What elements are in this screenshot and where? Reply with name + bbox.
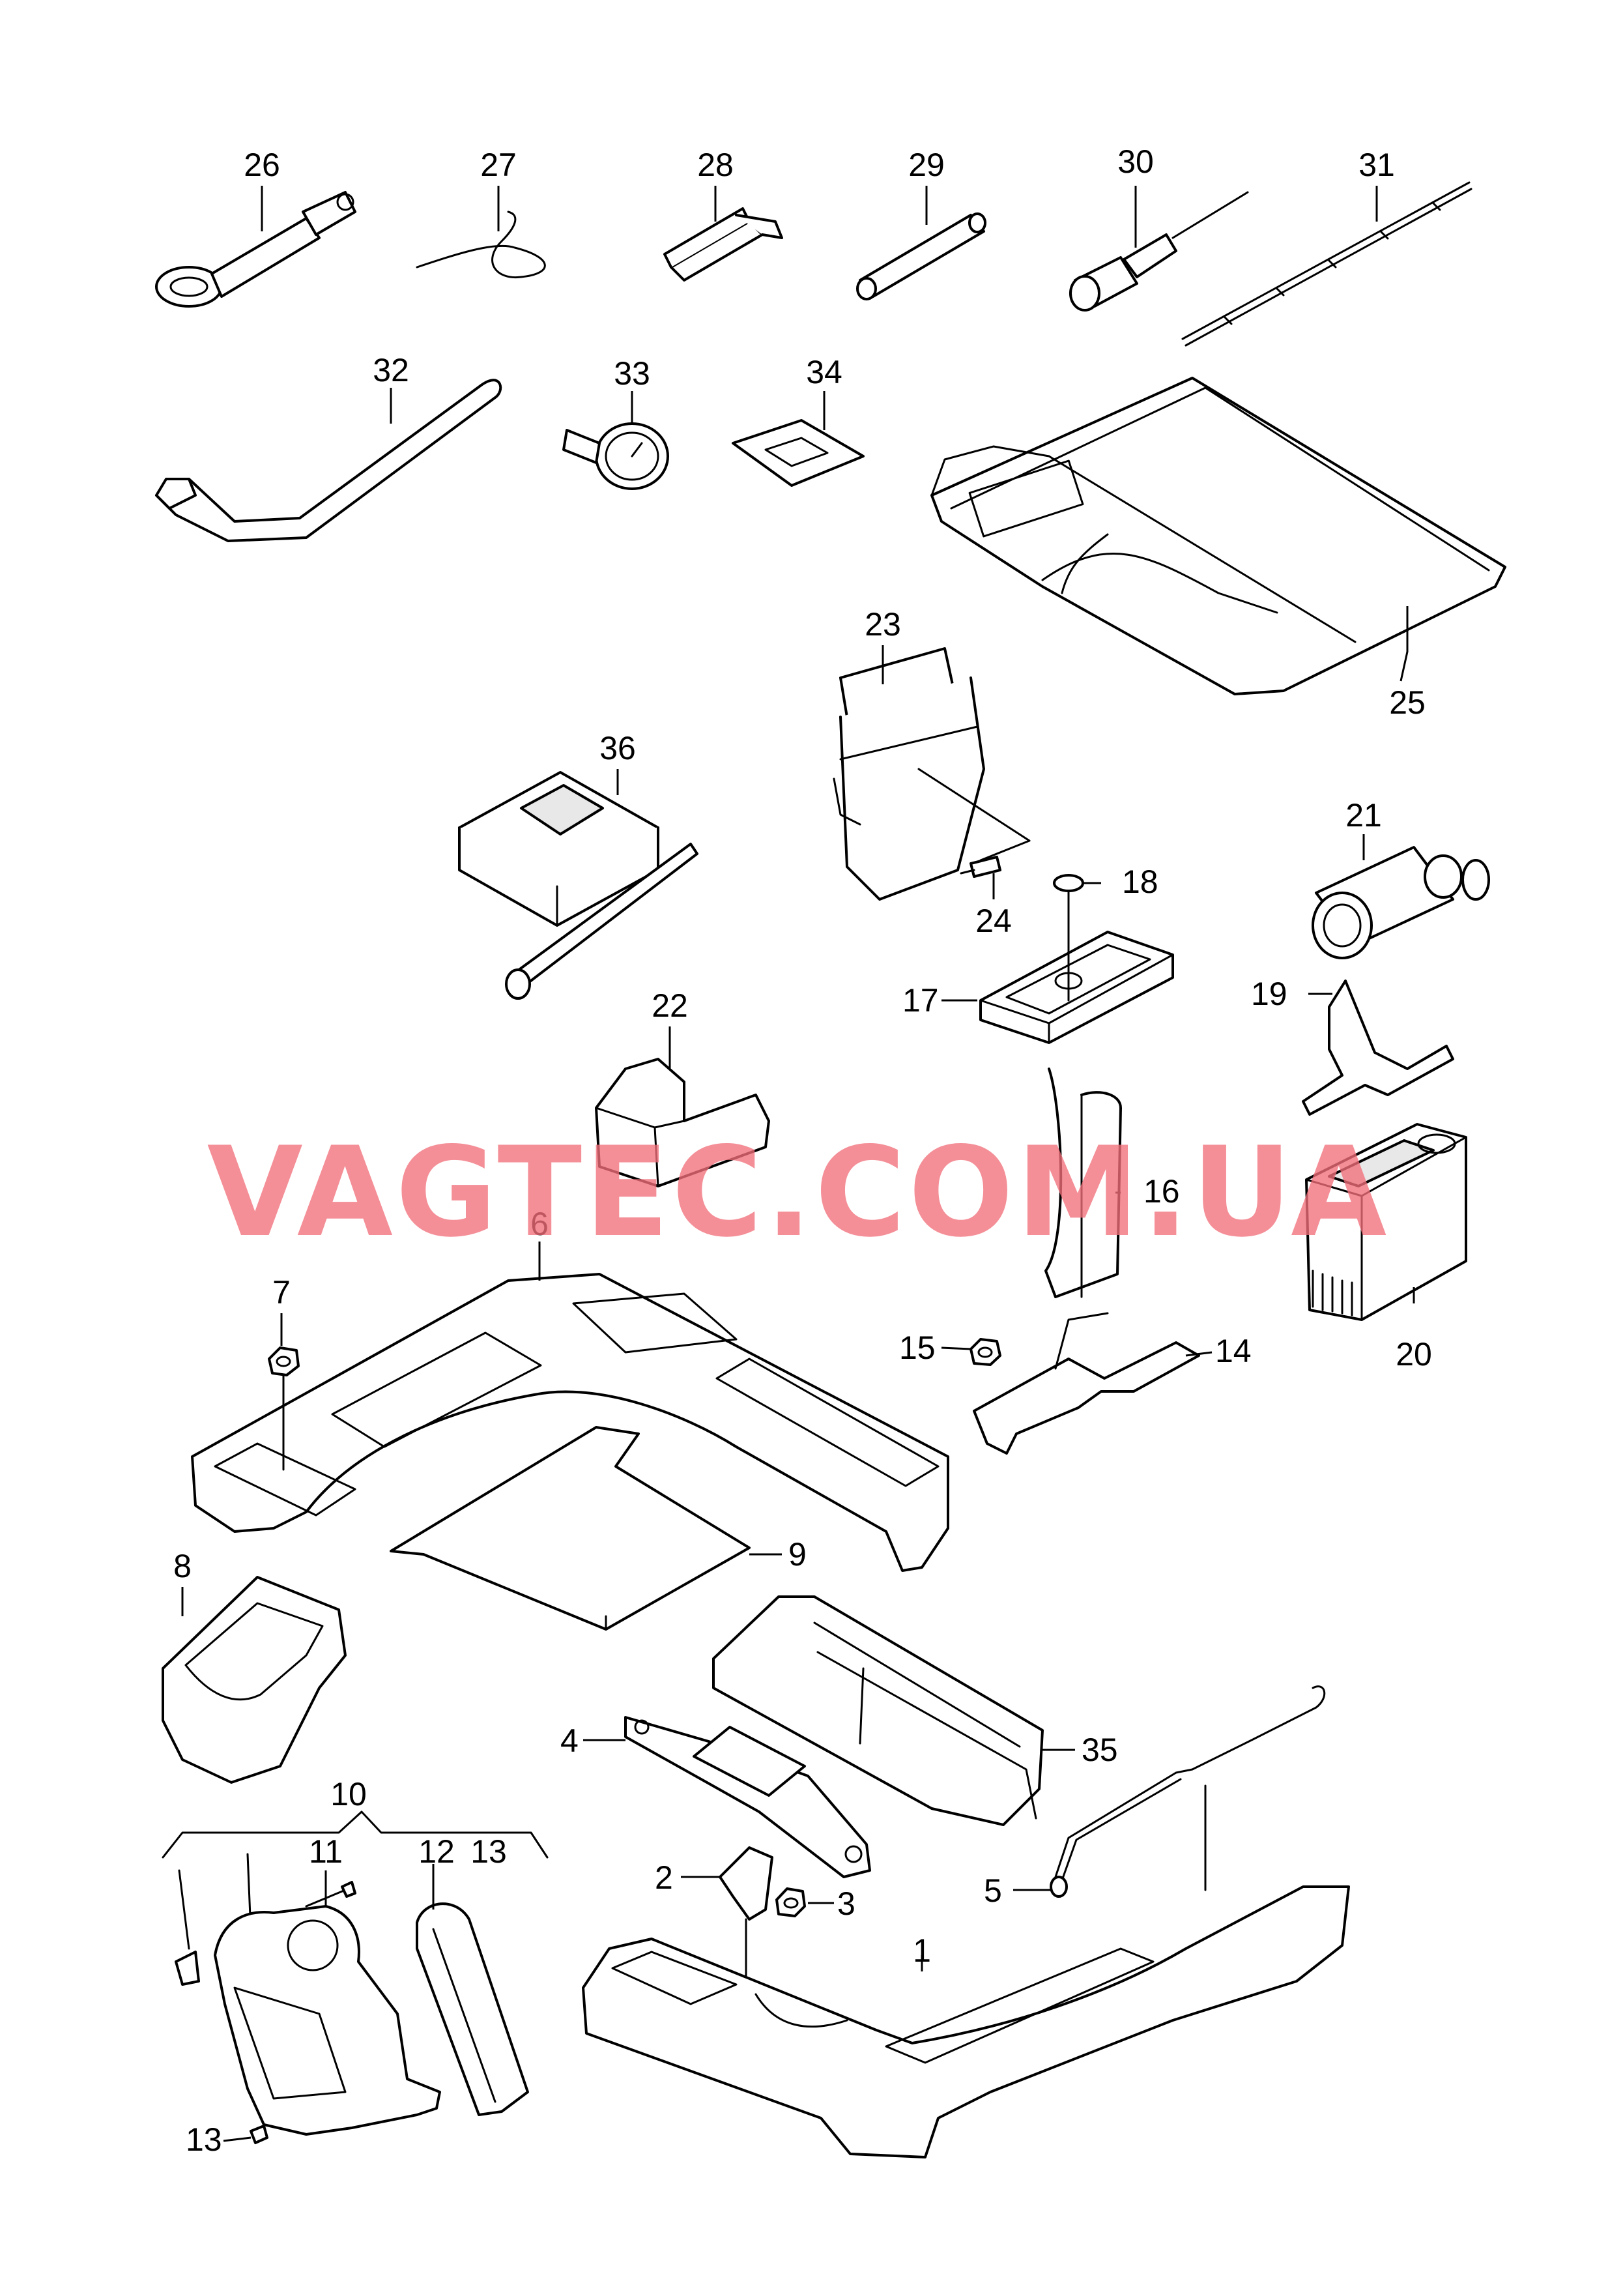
label-14: 14	[1215, 1333, 1252, 1369]
screw-part-13	[250, 2125, 268, 2144]
bolt-part-24	[960, 856, 1001, 878]
car-jack-part-4	[624, 1716, 871, 1878]
label-21: 21	[1345, 797, 1382, 834]
pin-part-29	[856, 212, 986, 300]
label-32: 32	[373, 352, 409, 388]
label-5: 5	[984, 1872, 1002, 1909]
label-13-bottom: 13	[186, 2121, 222, 2158]
warning-sticker-part-34	[732, 419, 865, 487]
first-aid-kit-part-36	[458, 771, 698, 1000]
label-30: 30	[1117, 143, 1154, 180]
label-27: 27	[480, 147, 517, 183]
tire-inflator-part-21	[1312, 846, 1490, 959]
label-6: 6	[530, 1206, 549, 1242]
label-1: 1	[913, 1932, 931, 1969]
clip-part-10-side	[175, 1951, 200, 1986]
label-11: 11	[309, 1833, 343, 1870]
strap-part-16	[1044, 1068, 1122, 1298]
towing-eye-part-26	[155, 191, 356, 308]
tray-part-17	[979, 931, 1174, 1044]
label-26: 26	[244, 147, 280, 183]
label-15: 15	[899, 1330, 936, 1366]
housing-part-10	[214, 1905, 441, 2136]
label-25: 25	[1389, 684, 1426, 721]
tool-roll-part-25	[930, 377, 1506, 695]
label-22: 22	[652, 987, 688, 1024]
jack-handle-part-5	[1050, 1685, 1326, 1898]
label-34: 34	[806, 354, 842, 390]
wire-clip-part-27	[416, 211, 546, 279]
label-9: 9	[788, 1536, 807, 1573]
nut-part-3	[775, 1887, 806, 1917]
label-35: 35	[1082, 1732, 1118, 1768]
label-13-top: 13	[470, 1833, 507, 1870]
label-19: 19	[1251, 976, 1287, 1012]
wheel-brace-part-32	[155, 379, 502, 542]
nut-part-15	[969, 1338, 1001, 1366]
label-18: 18	[1122, 864, 1158, 900]
hub-cap-puller-part-28	[663, 207, 783, 282]
watermark: VAGTEC.COM.UA	[207, 1120, 1390, 1264]
label-23: 23	[865, 606, 901, 643]
label-17: 17	[902, 982, 939, 1019]
label-12: 12	[418, 1833, 455, 1870]
protective-cover-part-22	[595, 1058, 770, 1187]
foam-tray-part-1	[582, 1885, 1350, 2158]
label-31: 31	[1358, 147, 1395, 183]
cover-part-12	[416, 1902, 529, 2116]
label-2: 2	[655, 1859, 673, 1896]
label-33: 33	[614, 355, 650, 392]
label-4: 4	[560, 1722, 579, 1759]
storage-box-part-20	[1305, 1123, 1467, 1321]
screwdriver-part-30	[1069, 191, 1249, 312]
jack-bag-part-35	[712, 1595, 1044, 1826]
label-7: 7	[272, 1274, 291, 1311]
label-36: 36	[599, 730, 636, 766]
label-24: 24	[975, 903, 1012, 939]
antenna-rod-part-31	[1181, 181, 1472, 347]
foam-tray-part-6	[191, 1273, 949, 1572]
label-10: 10	[330, 1776, 367, 1812]
label-3: 3	[837, 1885, 855, 1922]
label-28: 28	[697, 147, 734, 183]
storage-bin-part-8	[162, 1576, 347, 1784]
mounting-plate-part-14	[973, 1312, 1200, 1455]
storage-bag-part-23	[833, 647, 1031, 901]
screw-part-11	[305, 1881, 356, 1908]
floor-mat-part-9	[390, 1426, 751, 1631]
label-16: 16	[1143, 1173, 1180, 1210]
label-20: 20	[1396, 1336, 1432, 1373]
leader-lines	[181, 186, 1415, 2142]
bracket-part-19	[1302, 980, 1454, 1116]
callout-labels: 26 27 28 29 30 31 32 33 34 25 36 23 24 2…	[173, 143, 1432, 2158]
nut-part-7	[268, 1346, 300, 1471]
clip-part-18	[1053, 874, 1084, 1002]
label-8: 8	[173, 1548, 192, 1584]
tire-pressure-gauge-part-33	[562, 422, 669, 490]
label-29: 29	[908, 147, 945, 183]
